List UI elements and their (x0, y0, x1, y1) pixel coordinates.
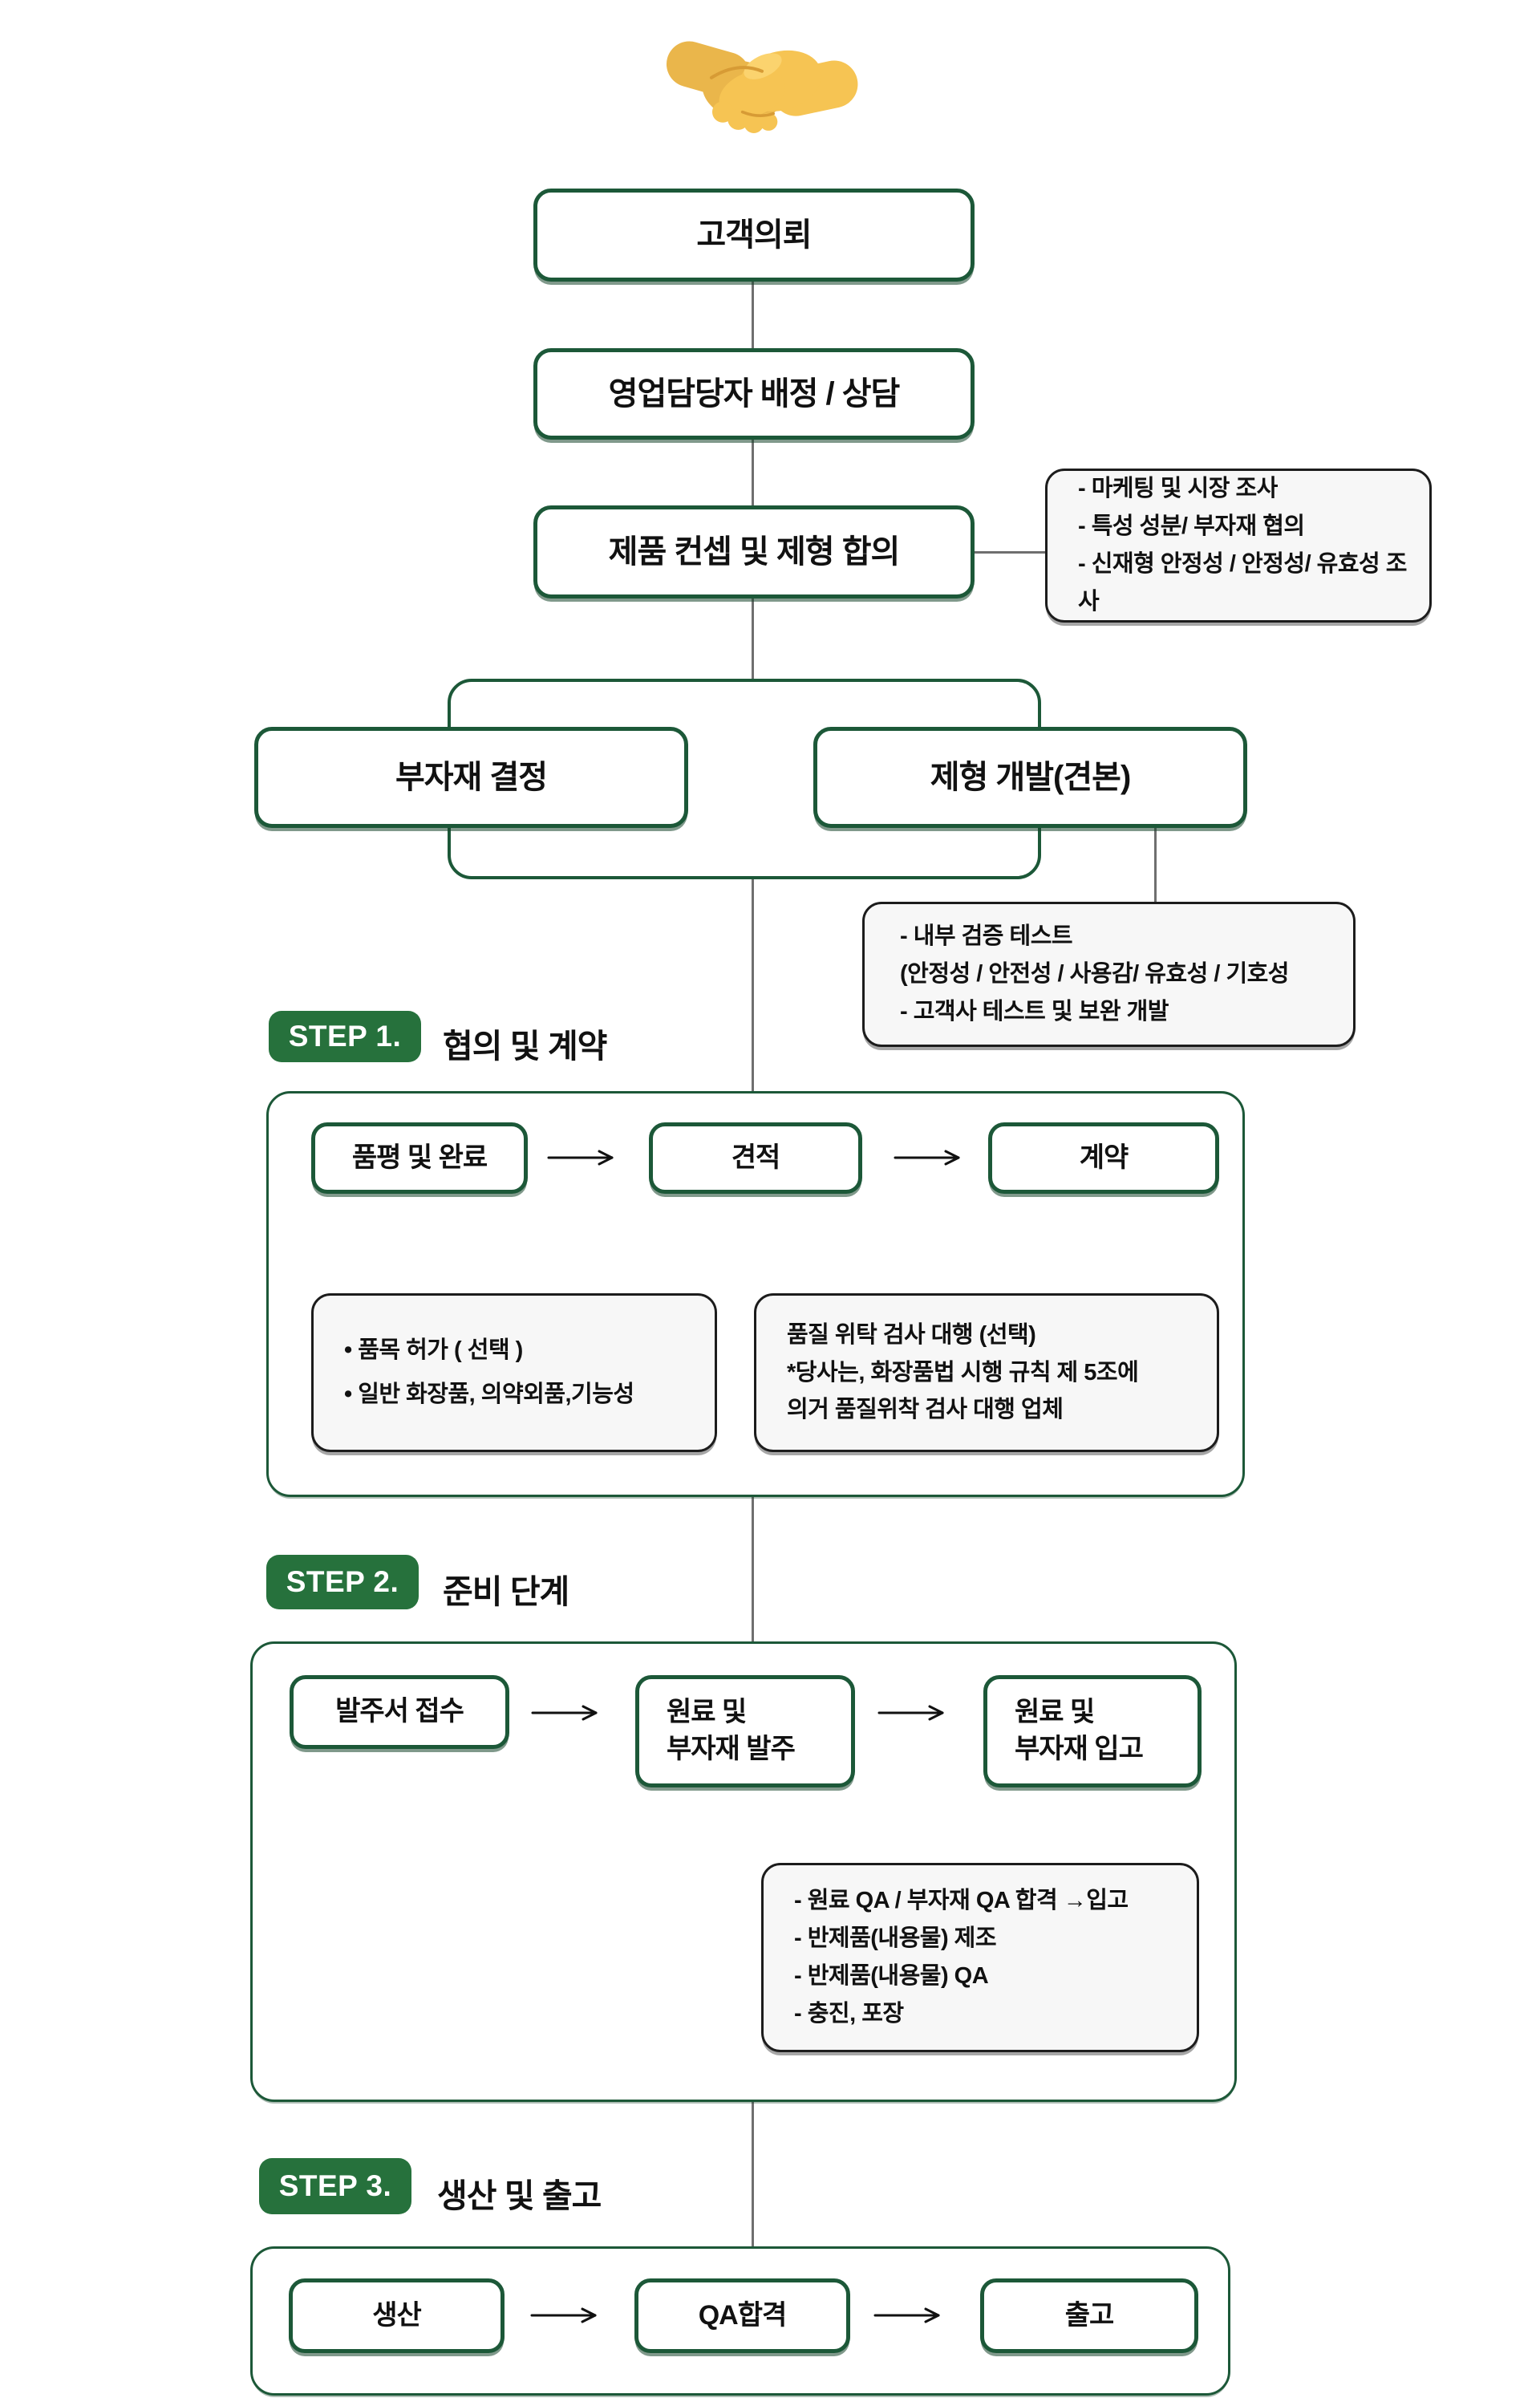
flow-box-material-decision: 부자재 결정 (254, 727, 688, 828)
connector-line (752, 598, 754, 680)
flow-box-concept-agree: 제품 컨셉 및 제형 합의 (533, 505, 975, 598)
flow-box-label: 출고 (1064, 2299, 1115, 2331)
note-internal-test: - 내부 검증 테스트 (안정성 / 안전성 / 사용감/ 유효성 / 기호성 … (862, 902, 1356, 1047)
flow-box-label: 품평 및 완료 (351, 1142, 488, 1173)
note-line: - 반제품(내용물) QA (794, 1963, 989, 1989)
connector-line (752, 1497, 754, 1641)
arrow-right-icon (877, 1705, 944, 1721)
note-line: 의거 품질위착 검사 대행 업체 (787, 1397, 1064, 1423)
connector-line (752, 2102, 754, 2246)
note-line: • 일반 화장품, 의약외품,기능성 (344, 1382, 634, 1407)
handshake-icon (664, 14, 860, 156)
note-line: - 고객사 테스트 및 보완 개발 (900, 998, 1169, 1025)
connector-line (752, 282, 754, 349)
flow-box-label: 원료 및 부자재 발주 (667, 1697, 796, 1764)
step2-title: 준비 단계 (443, 1573, 569, 1610)
note-line: - 반제품(내용물) 제조 (794, 1925, 997, 1952)
note-qa-inbound: - 원료 QA / 부자재 QA 합격 →입고 - 반제품(내용물) 제조 - … (761, 1863, 1199, 2052)
note-line: - 충진, 포장 (794, 2000, 904, 2027)
step3-box-qa-pass: QA합격 (634, 2278, 850, 2353)
flow-box-label: 제형 개발(견본) (930, 760, 1132, 795)
step2-box-order-receipt: 발주서 접수 (290, 1675, 509, 1749)
note-line: - 내부 검증 테스트 (900, 923, 1073, 950)
step2-box-order-materials: 원료 및 부자재 발주 (635, 1675, 855, 1787)
note-concept-research: - 마케팅 및 시장 조사 - 특성 성분/ 부자재 협의 - 신재형 안정성 … (1045, 469, 1432, 623)
flow-box-formula-development: 제형 개발(견본) (813, 727, 1247, 828)
note-line: - 신재형 안정성 / 안정성/ 유효성 조사 (1078, 551, 1407, 615)
connector-line (974, 551, 1048, 554)
arrow-right-icon (547, 1150, 614, 1166)
flow-box-customer-request: 고객의뢰 (533, 189, 975, 282)
flow-box-label: 고객의뢰 (696, 217, 812, 253)
note-line: • 품목 허가 ( 선택 ) (344, 1337, 523, 1363)
note-line: *당사는, 화장품법 시행 규칙 제 5조에 (787, 1359, 1139, 1386)
flow-box-label: 부자재 결정 (395, 760, 548, 795)
connector-line (752, 878, 754, 1093)
step1-box-review: 품평 및 완료 (311, 1122, 528, 1194)
step3-badge: STEP 3. (259, 2158, 411, 2214)
flow-box-sales-assign: 영업담당자 배정 / 상담 (533, 348, 975, 440)
step2-badge-label: STEP 2. (286, 1565, 399, 1598)
note-line: - 마케팅 및 시장 조사 (1078, 476, 1278, 502)
arrow-right-icon (873, 2307, 940, 2323)
flow-box-label: 원료 및 부자재 입고 (1015, 1697, 1144, 1764)
arrow-right-icon (530, 2307, 597, 2323)
note-quality-inspection: 품질 위탁 검사 대행 (선택) *당사는, 화장품법 시행 규칙 제 5조에 … (754, 1293, 1219, 1452)
step1-box-contract: 계약 (988, 1122, 1219, 1194)
step2-badge: STEP 2. (266, 1555, 419, 1609)
note-line: 품질 위탁 검사 대행 (선택) (787, 1321, 1036, 1348)
step3-badge-label: STEP 3. (278, 2169, 392, 2202)
note-item-permit: • 품목 허가 ( 선택 ) • 일반 화장품, 의약외품,기능성 (311, 1293, 717, 1452)
flow-box-label: QA합격 (698, 2299, 788, 2331)
flow-box-label: 계약 (1079, 1142, 1129, 1173)
step1-badge: STEP 1. (269, 1011, 421, 1062)
step3-box-shipment: 출고 (980, 2278, 1198, 2353)
connector-line (1154, 828, 1157, 902)
flow-box-label: 생산 (372, 2299, 422, 2331)
step2-box-receive-materials: 원료 및 부자재 입고 (983, 1675, 1202, 1787)
arrow-right-icon (531, 1705, 598, 1721)
step1-box-quote: 견적 (649, 1122, 862, 1194)
connector-line (752, 440, 754, 506)
step1-title: 협의 및 계약 (443, 1028, 607, 1065)
arrow-right-icon (894, 1150, 960, 1166)
note-line: - 특성 성분/ 부자재 협의 (1078, 513, 1305, 540)
flow-box-label: 견적 (731, 1142, 781, 1173)
step3-title: 생산 및 출고 (437, 2177, 602, 2214)
flow-box-label: 영업담당자 배정 / 상담 (608, 376, 901, 412)
step1-badge-label: STEP 1. (288, 1020, 402, 1053)
note-line: (안정성 / 안전성 / 사용감/ 유효성 / 기호성 (900, 961, 1290, 988)
note-line: - 원료 QA / 부자재 QA 합격 →입고 (794, 1888, 1129, 1914)
step3-box-production: 생산 (289, 2278, 505, 2353)
flow-box-label: 제품 컨셉 및 제형 합의 (608, 534, 901, 570)
flow-box-label: 발주서 접수 (335, 1696, 464, 1727)
